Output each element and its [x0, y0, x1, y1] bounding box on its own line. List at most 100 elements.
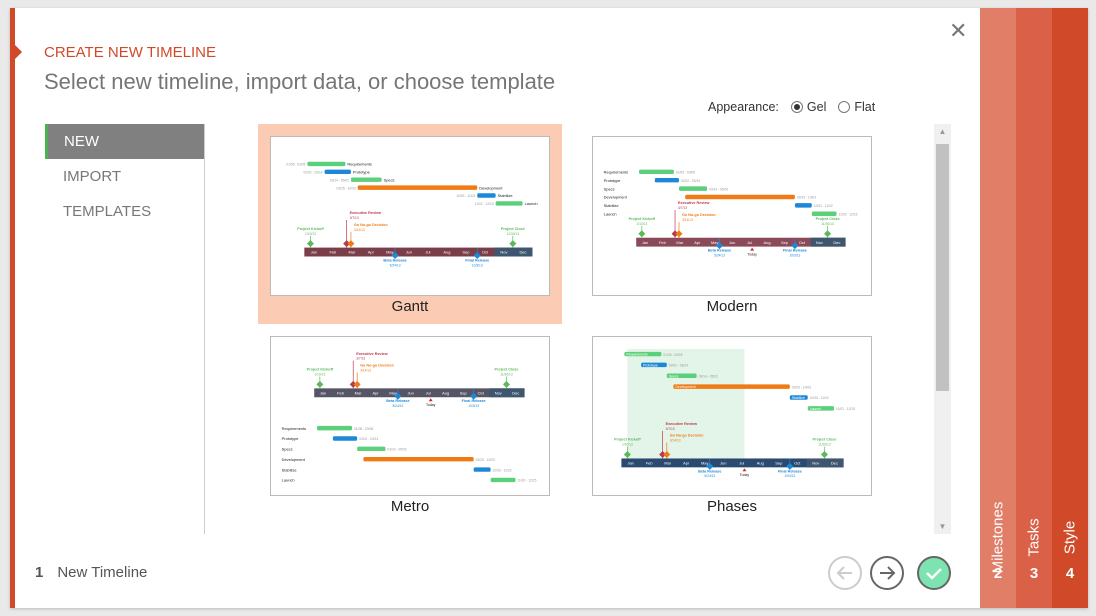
milestone-marker — [820, 451, 828, 459]
task-label: Specs — [282, 447, 293, 452]
month-label: Jun — [406, 250, 412, 255]
radio-label: Gel — [806, 100, 827, 114]
task-label: Specs — [384, 177, 395, 182]
task-dates: 11/02 - 12/15 — [475, 202, 494, 206]
milestone-name: Go No-go Decision — [354, 223, 388, 227]
timeline-axis — [304, 247, 533, 257]
arrow-left-icon — [836, 566, 852, 580]
scroll-down-icon[interactable]: ▼ — [938, 522, 947, 531]
appearance-gel-radio[interactable]: Gel — [790, 100, 827, 114]
month-label: Jan — [642, 240, 648, 245]
task-label: Launch — [282, 478, 295, 483]
task-dates: 11/02 - 12/15 — [839, 213, 858, 217]
task-bar — [666, 373, 697, 378]
task-bar — [654, 177, 679, 183]
task-bar — [317, 425, 353, 431]
task-bar — [678, 186, 708, 191]
task-label: Specs — [604, 186, 615, 191]
appearance-flat-radio[interactable]: Flat — [838, 100, 875, 114]
task-dates: 02/02 - 03/14 — [669, 364, 688, 368]
milestone-marker — [316, 380, 324, 388]
task-label: Launch — [810, 407, 821, 411]
month-label: Sep — [781, 240, 789, 245]
accent-bar — [10, 8, 15, 608]
task-dates: 01/05 - 03/05 — [676, 171, 695, 175]
month-label: Mar — [676, 240, 683, 245]
milestone-name: Project Close — [812, 438, 836, 442]
nav-item-templates[interactable]: TEMPLATES — [63, 203, 152, 220]
milestone-date: 3/7/13 — [678, 206, 687, 210]
month-label: Feb — [646, 461, 654, 466]
finish-button[interactable] — [917, 556, 951, 590]
step-title: Style — [1061, 520, 1079, 555]
milestone-date: 3/7/13 — [350, 216, 359, 220]
milestone-marker — [623, 451, 631, 459]
milestone-name: Executive Review — [678, 201, 710, 205]
milestone-date: 1/10/13 — [305, 232, 316, 236]
step-label: New Timeline — [57, 564, 148, 581]
milestone-date: 5/24/13 — [704, 474, 715, 478]
radio-label: Flat — [854, 100, 876, 114]
step-number: 3 — [1029, 565, 1039, 582]
axis-future — [494, 247, 533, 257]
task-bar — [357, 446, 386, 452]
milestone-name: Project Close — [494, 368, 518, 372]
scrollbar-thumb[interactable] — [936, 144, 949, 391]
month-label: May — [386, 250, 393, 255]
nav-item-import[interactable]: IMPORT — [63, 168, 122, 185]
month-label: Jan — [627, 461, 633, 466]
timeline-axis — [621, 458, 844, 468]
task-dates: 03/25 - 10/03 — [337, 186, 356, 190]
milestone-marker — [473, 252, 481, 259]
month-label: Jul — [747, 240, 752, 245]
timeline-axis — [314, 388, 525, 398]
accent-arrow — [15, 45, 22, 59]
back-button[interactable] — [828, 556, 862, 590]
milestone-name: Executive Review — [356, 352, 388, 356]
next-button[interactable] — [870, 556, 904, 590]
task-label: Prototype — [353, 170, 371, 175]
milestone-name: Project Kickoff — [629, 217, 656, 221]
task-bar — [685, 194, 795, 200]
month-label: Oct — [799, 240, 806, 245]
task-dates: 01/05 - 03/05 — [354, 427, 373, 431]
task-bar — [495, 201, 523, 206]
month-label: Jan — [311, 250, 317, 255]
milestone-marker — [502, 380, 510, 388]
milestone-marker — [824, 230, 832, 238]
milestone-name: Project Close — [816, 217, 840, 221]
milestone-name: Beta Release — [708, 249, 731, 253]
month-label: Feb — [329, 250, 337, 255]
template-label: Modern — [706, 298, 758, 315]
task-bar — [324, 169, 351, 175]
task-label: Stabilize — [792, 396, 805, 400]
task-label: Stabilize — [282, 467, 298, 472]
month-label: May — [701, 461, 708, 466]
milestone-date: 5/24/13 — [390, 263, 401, 267]
milestone-date: 3/14/13 — [360, 369, 371, 373]
task-bar — [639, 169, 674, 175]
milestone-date: 10/3/13 — [784, 474, 795, 478]
task-label: Specs — [669, 374, 679, 378]
task-label: Development — [479, 185, 503, 190]
month-label: Apr — [368, 250, 375, 255]
month-label: Apr — [372, 390, 379, 395]
milestone-marker — [391, 252, 399, 259]
task-label: Development — [604, 195, 628, 200]
milestone-date: 1/10/13 — [636, 222, 647, 226]
nav-item-new[interactable]: NEW — [45, 124, 204, 159]
arrow-right-icon — [880, 566, 896, 580]
scroll-up-icon[interactable]: ▲ — [938, 127, 947, 136]
template-scrollbar[interactable]: ▲ ▼ — [934, 124, 951, 534]
milestone-name: Go No-go Decision — [360, 364, 394, 368]
close-icon[interactable]: ✕ — [949, 18, 968, 43]
